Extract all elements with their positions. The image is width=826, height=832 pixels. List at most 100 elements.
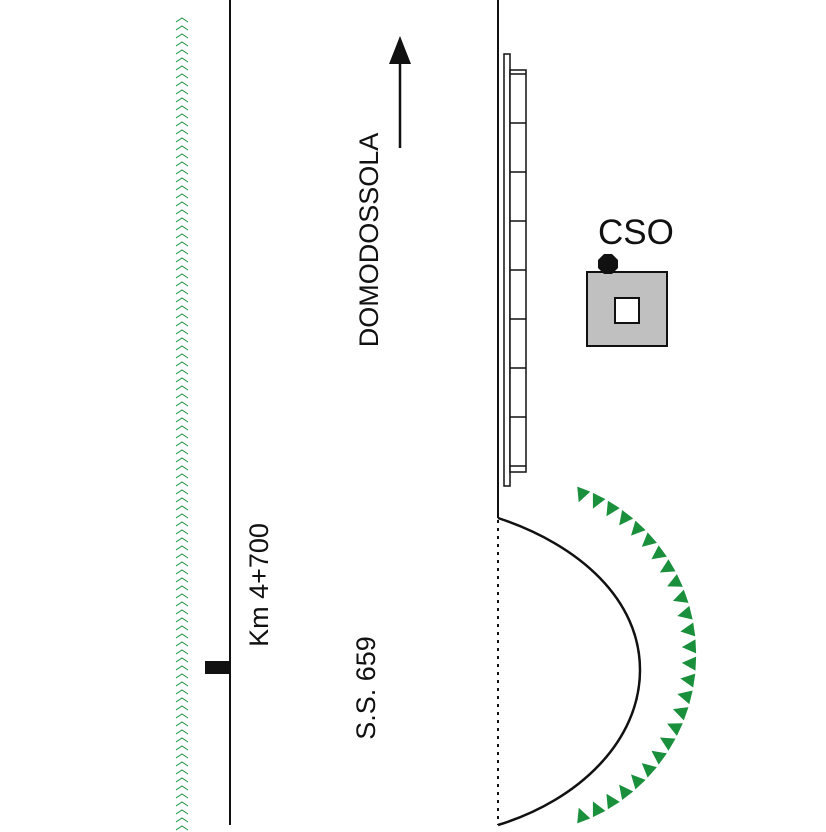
vegetation-chevron [175, 337, 189, 343]
vegetation-chevron [175, 481, 189, 487]
vegetation-chevron [175, 329, 189, 335]
vegetation-chevron [175, 729, 189, 735]
vegetation-chevron [175, 617, 189, 623]
vegetation-triangle [606, 500, 620, 517]
vegetation-chevron [175, 521, 189, 527]
vegetation-chevron [175, 121, 189, 127]
vegetation-chevron [175, 65, 189, 71]
vegetation-chevron [175, 505, 189, 511]
arrow-up-icon [389, 36, 411, 148]
vegetation-triangle [641, 532, 657, 547]
km-marker-icon [205, 661, 230, 674]
vegetation-chevron [175, 641, 189, 647]
vegetation-chevron [175, 313, 189, 319]
vegetation-chevron [175, 649, 189, 655]
vegetation-chevron [175, 153, 189, 159]
vegetation-chevron [175, 553, 189, 559]
vegetation-chevron [175, 417, 189, 423]
vegetation-chevron [175, 777, 189, 783]
vegetation-chevron [175, 257, 189, 263]
vegetation-chevron [175, 393, 189, 399]
vegetation-triangle [577, 486, 591, 503]
vegetation-chevron [175, 81, 189, 87]
vegetation-chevron [175, 401, 189, 407]
vegetation-chevron [175, 681, 189, 687]
vegetation-chevron [175, 569, 189, 575]
vegetation-chevron [175, 457, 189, 463]
vegetation-chevron [175, 425, 189, 431]
vegetation-chevron [175, 705, 189, 711]
vegetation-triangle [681, 639, 697, 654]
vegetation-chevron [175, 601, 189, 607]
building-icon [586, 254, 668, 347]
vegetation-chevron [175, 305, 189, 311]
vegetation-chevron [175, 225, 189, 231]
vegetation-chevron [175, 49, 189, 55]
vegetation-chevron [175, 689, 189, 695]
vegetation-chevron [175, 545, 189, 551]
vegetation-triangle [672, 707, 689, 721]
vegetation-chevron [175, 817, 189, 823]
vegetation-chevron [175, 593, 189, 599]
vegetation-chevron [175, 713, 189, 719]
vegetation-triangle [577, 807, 591, 824]
vegetation-chevron [175, 241, 189, 247]
vegetation-chevron [175, 361, 189, 367]
vegetation-chevron [175, 577, 189, 583]
vegetation-chevron [175, 761, 189, 767]
vegetation-chevron [175, 537, 189, 543]
vegetation-triangle [592, 801, 606, 818]
vegetation-chevron [175, 289, 189, 295]
vegetation-chevron [175, 113, 189, 119]
vegetation-triangle [641, 763, 657, 778]
vegetation-chevron [175, 41, 189, 47]
vegetation-chevron [175, 449, 189, 455]
vegetation-chevron [175, 353, 189, 359]
vegetation-triangle [651, 750, 667, 765]
building-label: CSO [598, 213, 674, 252]
vegetation-chevron [175, 265, 189, 271]
vegetation-chevron [175, 193, 189, 199]
vegetation-chevron [175, 657, 189, 663]
vegetation-chevron [175, 209, 189, 215]
vegetation-chevron [175, 465, 189, 471]
vegetation-chevron [175, 369, 189, 375]
vegetation-chevron [175, 497, 189, 503]
vegetation-chevron [175, 25, 189, 31]
left-vegetation-strip [175, 17, 189, 831]
vegetation-chevron [175, 345, 189, 351]
lay-by-curve [497, 516, 642, 827]
vegetation-triangle [651, 545, 667, 560]
vegetation-chevron [175, 129, 189, 135]
vegetation-chevron [175, 145, 189, 151]
vegetation-triangle [677, 605, 693, 620]
vegetation-chevron [175, 489, 189, 495]
vegetation-chevron [175, 249, 189, 255]
vegetation-triangle [659, 737, 676, 751]
vegetation-chevron [175, 97, 189, 103]
vegetation-chevron [175, 561, 189, 567]
vegetation-chevron [175, 201, 189, 207]
vegetation-triangle [631, 774, 646, 790]
vegetation-triangle [606, 793, 620, 810]
vegetation-chevron [175, 177, 189, 183]
vegetation-chevron [175, 233, 189, 239]
vegetation-chevron [175, 753, 189, 759]
vegetation-chevron [175, 609, 189, 615]
vegetation-chevron [175, 321, 189, 327]
vegetation-chevron [175, 377, 189, 383]
vegetation-triangle [659, 559, 676, 573]
vegetation-chevron [175, 441, 189, 447]
vegetation-chevron [175, 409, 189, 415]
vegetation-chevron [175, 17, 189, 23]
vegetation-chevron [175, 185, 189, 191]
octagon-icon [598, 254, 618, 274]
vegetation-triangle [680, 673, 696, 688]
vegetation-chevron [175, 33, 189, 39]
vegetation-chevron [175, 673, 189, 679]
vegetation-chevron [175, 737, 189, 743]
vegetation-chevron [175, 665, 189, 671]
curved-vegetation-arc [577, 486, 697, 824]
vegetation-chevron [175, 281, 189, 287]
